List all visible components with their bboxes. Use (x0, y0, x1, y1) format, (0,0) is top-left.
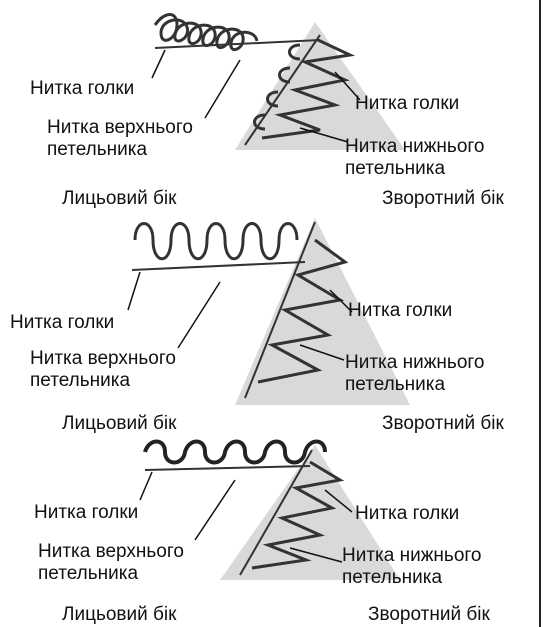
panel-3-lower-looper-label: Нитка нижнього петельника (342, 545, 481, 589)
panel-2-needle-line (132, 262, 305, 270)
panel-2-upper-loops (135, 224, 297, 259)
panel-2-needle-thread-label-left: Нитка голки (10, 312, 114, 334)
panel-1-lower-looper-label: Нитка нижнього петельника (345, 136, 484, 180)
panel-3-front-side-label: Лицьовий бік (62, 604, 176, 626)
panel-1-front-side-label: Лицьовий бік (62, 188, 176, 210)
panel-2-front-side-label: Лицьовий бік (62, 413, 176, 435)
panel-3-needle-thread-label-right: Нитка голки (355, 503, 459, 525)
panel-2-upper-looper-label: Нитка верхнього петельника (30, 348, 176, 392)
panel-3-needle-thread-label-left: Нитка голки (34, 502, 138, 524)
panel-2-needle-thread-label-right: Нитка голки (348, 300, 452, 322)
panel-3-upper-loops (145, 442, 325, 463)
panel-2-lower-looper-label: Нитка нижнього петельника (345, 352, 484, 396)
panel-1-back-side-label: Зворотний бік (382, 188, 504, 210)
panel-2-back-side-label: Зворотний бік (382, 413, 504, 435)
panel-3-back-side-label: Зворотний бік (368, 604, 490, 626)
panel-1-needle-thread-label-right: Нитка голки (355, 93, 459, 115)
panel-1-upper-looper-label: Нитка верхнього петельника (47, 117, 193, 161)
panel-3-upper-looper-label: Нитка верхнього петельника (38, 541, 184, 585)
panel-3-needle-line (145, 466, 310, 470)
panel-1-needle-thread-label-left: Нитка голки (30, 78, 134, 100)
